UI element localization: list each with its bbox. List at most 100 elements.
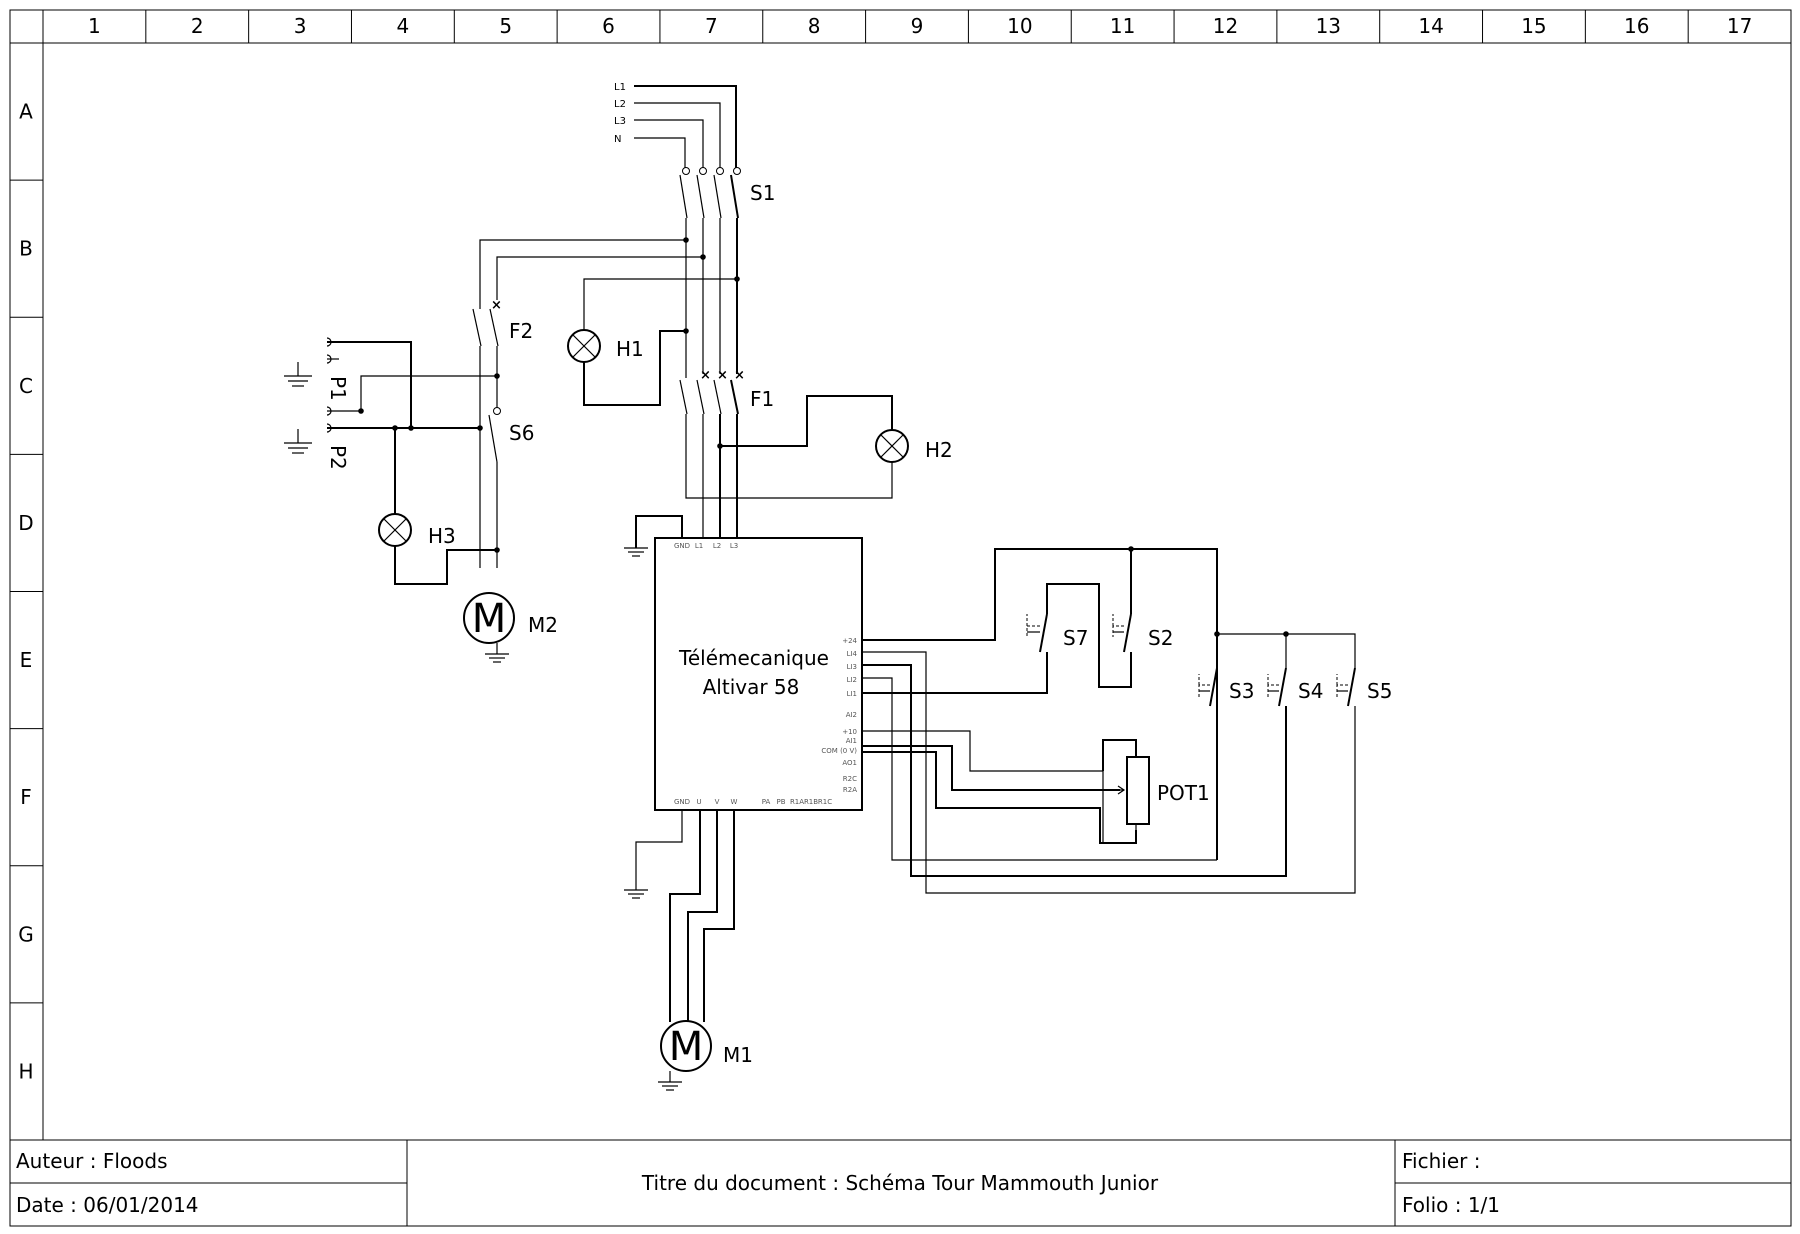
breaker-f1: × × × F1 (679, 368, 774, 538)
drive-terminal-top: L2 (713, 542, 721, 550)
lamp-h3: H3 (378, 428, 500, 585)
label-s6: S6 (509, 421, 534, 445)
switch-s3: S3 (1198, 674, 1254, 703)
label-h3: H3 (428, 524, 456, 548)
document-title: Titre du document : Schéma Tour Mammouth… (641, 1171, 1159, 1195)
drive-terminal-right: +10 (842, 728, 857, 736)
trunk-wires (479, 218, 740, 378)
drive-terminal-right: AI2 (846, 711, 857, 719)
motor-m1-symbol: M (669, 1024, 704, 1070)
title-block: Auteur : Floods Date : 06/01/2014 Titre … (10, 1139, 1791, 1226)
label-s1: S1 (750, 181, 775, 205)
date-field: Date : 06/01/2014 (16, 1193, 199, 1217)
breaker-f2: × F2 (472, 298, 533, 428)
switch-s5: S5 (1336, 674, 1392, 703)
label-h2: H2 (925, 438, 953, 462)
row-header-F: F (20, 785, 32, 809)
motor-m2-symbol: M (472, 596, 507, 642)
svg-text:×: × (700, 368, 711, 383)
switch-s6: S6 (477, 414, 534, 550)
label-f1: F1 (750, 387, 774, 411)
drive-terminal-right: R2C (843, 775, 857, 783)
drive-terminal-top: L1 (695, 542, 703, 550)
drive-terminal-bottom: GND (674, 798, 690, 806)
folio-field: Folio : 1/1 (1402, 1193, 1500, 1217)
drive-name-line2: Altivar 58 (703, 675, 800, 699)
motor-m2: M M2 (463, 592, 558, 663)
lamp-h1: H1 (567, 278, 737, 406)
file-field: Fichier : (1402, 1149, 1480, 1173)
column-header-16: 16 (1624, 14, 1649, 38)
label-m2: M2 (528, 613, 558, 637)
column-header-13: 13 (1316, 14, 1341, 38)
label-m1: M1 (723, 1043, 753, 1067)
column-header-14: 14 (1418, 14, 1443, 38)
motor-m1: M M1 (658, 1020, 753, 1091)
drive-altivar-58: Télémecanique Altivar 58 GND L1 L2 L3 +24LI… (654, 537, 863, 811)
column-header-15: 15 (1521, 14, 1546, 38)
column-header-3: 3 (294, 14, 307, 38)
potentiometer-pot1: POT1 (1103, 740, 1210, 843)
label-s2: S2 (1148, 626, 1173, 650)
label-s7: S7 (1063, 626, 1088, 650)
socket-p2: P2 (284, 375, 497, 470)
drive-terminal-bottom: R1A (790, 798, 804, 806)
row-header-B: B (19, 237, 33, 261)
control-wiring (862, 546, 1356, 894)
drive-gnd-top (624, 515, 683, 557)
svg-text:×: × (717, 368, 728, 383)
drive-terminal-right: AI1 (846, 737, 857, 745)
drive-name-line1: Télémecanique (678, 646, 829, 670)
column-header-9: 9 (911, 14, 924, 38)
row-header-D: D (18, 511, 33, 535)
drive-terminal-top: L3 (730, 542, 738, 550)
column-header-6: 6 (602, 14, 615, 38)
supply-label-l2: L2 (614, 99, 626, 110)
drive-terminal-top: GND (674, 542, 690, 550)
column-header-10: 10 (1007, 14, 1032, 38)
drive-terminal-right: AO1 (842, 759, 857, 767)
drive-gnd-bottom (624, 810, 683, 899)
drive-terminal-bottom: V (715, 798, 720, 806)
switch-s4: S4 (1267, 674, 1323, 703)
sheet-frame (9, 9, 1792, 1227)
drive-terminal-bottom: U (696, 798, 701, 806)
row-header-A: A (19, 100, 33, 124)
row-header-G: G (18, 922, 34, 946)
drive-top-terminals: GND L1 L2 L3 (674, 542, 738, 550)
label-pot1: POT1 (1157, 781, 1210, 805)
switch-s2: S2 (1112, 614, 1173, 650)
label-p2: P2 (326, 445, 350, 470)
label-s3: S3 (1229, 679, 1254, 703)
label-p1: P1 (326, 376, 350, 401)
drive-terminal-right: COM (0 V) (821, 747, 857, 755)
column-header-8: 8 (808, 14, 821, 38)
motor-m1-wiring (669, 810, 735, 1022)
label-s5: S5 (1367, 679, 1392, 703)
drive-terminal-right: +24 (842, 637, 857, 645)
column-header-12: 12 (1213, 14, 1238, 38)
row-header-H: H (18, 1059, 33, 1083)
drive-terminal-right: LI2 (847, 676, 857, 684)
drive-terminal-right: LI4 (847, 650, 858, 658)
drive-terminal-bottom: R1B (804, 798, 818, 806)
column-header-1: 1 (88, 14, 101, 38)
supply-lines: L1 L2 L3 N (614, 82, 737, 168)
supply-label-l3: L3 (614, 116, 626, 127)
label-f2: F2 (509, 319, 533, 343)
switch-s7: S7 (1026, 614, 1088, 650)
column-header-5: 5 (499, 14, 512, 38)
drive-terminal-bottom: R1C (818, 798, 832, 806)
drive-terminal-right: R2A (843, 786, 857, 794)
label-s4: S4 (1298, 679, 1323, 703)
column-header-4: 4 (397, 14, 410, 38)
row-header-C: C (19, 374, 33, 398)
svg-text:×: × (491, 298, 502, 313)
column-header-2: 2 (191, 14, 204, 38)
svg-text:×: × (734, 368, 745, 383)
